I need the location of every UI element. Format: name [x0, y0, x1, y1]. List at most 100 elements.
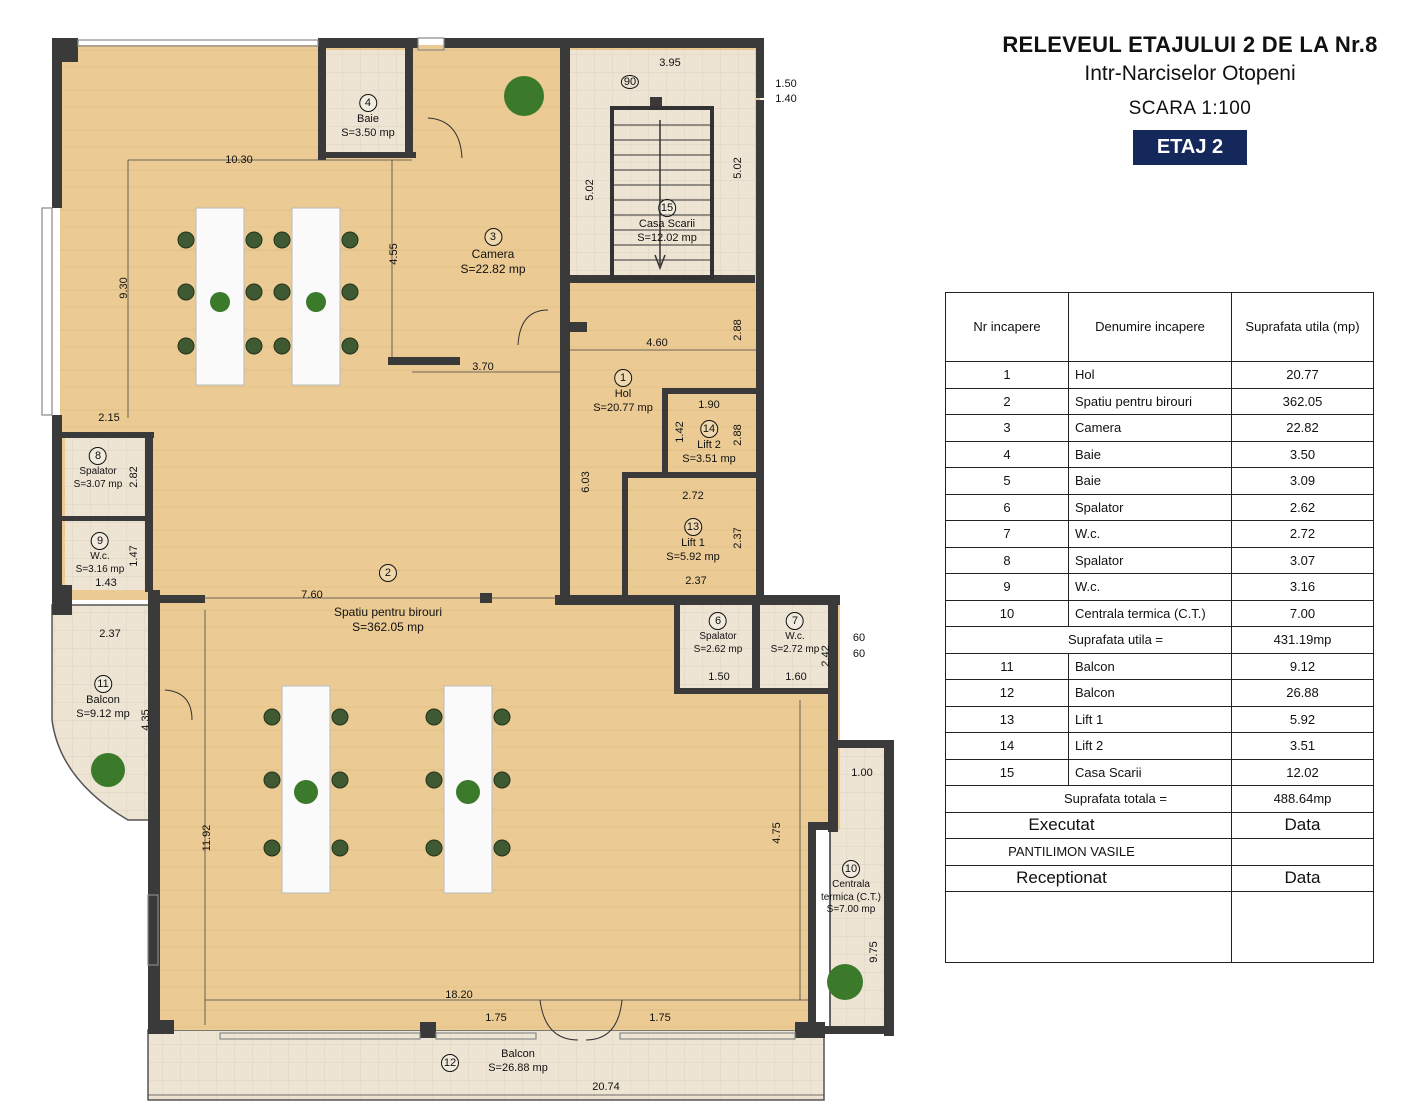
- cell-area: 3.09: [1231, 467, 1374, 495]
- dim-2-88-a: 2.88: [732, 319, 744, 341]
- doors: [164, 117, 623, 1041]
- dim-1-50-b: 1.50: [708, 671, 730, 683]
- room-number: 1: [614, 369, 632, 387]
- room-area: S=20.77 mp: [593, 401, 653, 414]
- cell-name: Lift 2: [1068, 732, 1232, 760]
- dim-1-47: 1.47: [128, 545, 140, 567]
- room-2-label: 2 Spatiu pentru birouri S=362.05 mp: [334, 564, 442, 635]
- room-15-label: 15 Casa Scarii S=12.02 mp: [637, 199, 697, 246]
- received-signature: [945, 891, 1232, 963]
- dim-90: 90: [620, 75, 640, 89]
- dim-2-15: 2.15: [98, 412, 120, 424]
- room-number: 13: [683, 518, 702, 536]
- room-13-label: 13 Lift 1 S=5.92 mp: [666, 518, 720, 565]
- room-name: Spalator: [79, 466, 117, 477]
- dim-2-37-c: 2.37: [99, 628, 121, 640]
- room-6-label: 6 Spalator S=2.62 mp: [694, 612, 742, 656]
- cell-name: Hol: [1068, 361, 1232, 389]
- room-10-label: 10 Centrala termica (C.T.) S=7.00 mp: [816, 860, 886, 917]
- dimension-lines: [127, 159, 824, 1096]
- room-name: W.c.: [785, 631, 805, 642]
- room-name: Centrala termica (C.T.): [821, 879, 881, 903]
- cell-nr: 15: [945, 758, 1069, 786]
- executed-date-label: Data: [1231, 811, 1374, 839]
- cell-name: Casa Scarii: [1068, 758, 1232, 786]
- room-8-label: 8 Spalator S=3.07 mp: [74, 447, 122, 491]
- room-number: 3: [483, 228, 502, 246]
- cell-nr: 9: [945, 573, 1069, 601]
- room-name: Camera: [471, 247, 515, 261]
- cell-nr: 13: [945, 705, 1069, 733]
- dim-60-b: 60: [852, 648, 866, 660]
- total-area-label: Suprafata totala =: [945, 785, 1232, 813]
- room-number: 10: [842, 860, 860, 878]
- cell-area: 2.72: [1231, 520, 1374, 548]
- dim-20-74: 20.74: [592, 1081, 620, 1093]
- room-3-label: 3 Camera S=22.82 mp: [460, 228, 526, 277]
- cell-area: 12.02: [1231, 758, 1374, 786]
- useful-area-value: 431.19mp: [1231, 626, 1374, 654]
- cell-area: 3.50: [1231, 440, 1374, 468]
- cell-area: 20.77: [1231, 361, 1374, 389]
- room-11-label: 11 Balcon S=9.12 mp: [76, 675, 130, 722]
- room-name: Hol: [614, 388, 632, 400]
- executor-name: PANTILIMON VASILE: [945, 838, 1232, 866]
- cell-area: 7.00: [1231, 599, 1374, 627]
- header-nr: Nr incapere: [945, 292, 1069, 362]
- balcony-12: [147, 1029, 825, 1101]
- cell-nr: 6: [945, 493, 1069, 521]
- header-name: Denumire incapere: [1068, 292, 1232, 362]
- dim-1-75-a: 1.75: [485, 1012, 507, 1024]
- room-area: S=3.50 mp: [341, 126, 395, 139]
- cell-area: 5.92: [1231, 705, 1374, 733]
- scale: SCARA 1:100: [1128, 98, 1252, 119]
- room-number: 2: [378, 564, 397, 582]
- room-name: Spatiu pentru birouri: [333, 605, 443, 619]
- room-number: 15: [658, 199, 676, 217]
- cell-name: Balcon: [1068, 652, 1232, 680]
- dim-11-92: 11.92: [201, 824, 213, 852]
- useful-area-row: Suprafata utila = 431.19mp: [945, 626, 1374, 654]
- plants: [91, 76, 863, 1000]
- room-name: Balcon: [501, 1048, 535, 1060]
- room-number: 7: [786, 612, 804, 630]
- dim-1-50: 1.50: [775, 78, 797, 90]
- room-number: 9: [91, 532, 109, 550]
- dim-60-a: 60: [852, 632, 866, 644]
- dim-2-37-a: 2.37: [732, 527, 744, 549]
- dim-2-72: 2.72: [682, 490, 704, 502]
- dim-4-60: 4.60: [646, 337, 668, 349]
- dim-9-75: 9.75: [868, 941, 880, 963]
- room-1-label: 1 Hol S=20.77 mp: [593, 369, 653, 416]
- table-header-row: Nr incapere Denumire incapere Suprafata …: [945, 292, 1374, 362]
- room-area: S=2.72 mp: [770, 643, 820, 655]
- cell-name: Spalator: [1068, 546, 1232, 574]
- executor-date: [1231, 838, 1374, 866]
- cell-name: Baie: [1068, 440, 1232, 468]
- cell-area: 362.05: [1231, 387, 1374, 415]
- room-area: S=3.51 mp: [682, 452, 736, 465]
- dim-1-90: 1.90: [698, 399, 720, 411]
- dim-3-95: 3.95: [659, 57, 681, 69]
- cell-nr: 10: [945, 599, 1069, 627]
- room-7-label: 7 W.c. S=2.72 mp: [770, 612, 820, 656]
- stair-floor: [570, 50, 755, 280]
- cell-nr: 12: [945, 679, 1069, 707]
- dim-5-02-a: 5.02: [584, 179, 596, 201]
- dim-4-75: 4.75: [771, 822, 783, 844]
- address: Intr-Narciselor Otopeni: [1084, 62, 1296, 85]
- windows: [41, 37, 796, 1040]
- room-number: 11: [93, 675, 112, 693]
- dim-4-55: 4.55: [388, 243, 400, 265]
- dim-4-35: 4.35: [140, 709, 152, 731]
- room-area: S=7.00 mp: [826, 904, 876, 915]
- staircase: [610, 106, 714, 280]
